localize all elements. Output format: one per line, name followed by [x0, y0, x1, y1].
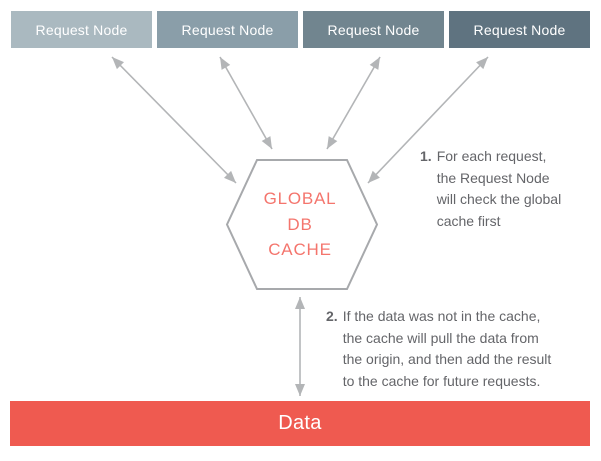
cache-label-line-2: DB	[287, 214, 313, 234]
arrow-node3-cache-icon	[326, 56, 381, 150]
data-bar: Data	[10, 401, 590, 446]
request-node-1: Request Node	[11, 11, 152, 48]
cache-label-line-1: GLOBAL	[263, 189, 337, 208]
annotation-1-number: 1.	[420, 148, 432, 164]
request-node-3: Request Node	[303, 11, 444, 48]
annotation-2-text: If the data was not in the cache, the ca…	[342, 308, 552, 390]
request-node-4: Request Node	[449, 11, 590, 48]
cache-label-line-3: CACHE	[268, 240, 332, 259]
arrow-node2-cache-icon	[219, 56, 273, 150]
annotation-step-2: 2. If the data was not in the cache, the…	[326, 306, 551, 393]
arrow-cache-data-icon	[295, 297, 305, 396]
request-nodes-row: Request Node Request Node Request Node R…	[11, 11, 590, 48]
annotation-1-text: For each request, the Request Node will …	[436, 148, 562, 230]
request-node-2: Request Node	[157, 11, 298, 48]
annotation-step-1: 1. For each request, the Request Node wi…	[420, 146, 561, 233]
annotation-2-number: 2.	[326, 308, 338, 324]
arrow-node1-cache-icon	[111, 56, 237, 184]
global-db-cache-label: GLOBAL DB CACHE	[230, 186, 370, 263]
data-bar-label: Data	[278, 412, 322, 434]
